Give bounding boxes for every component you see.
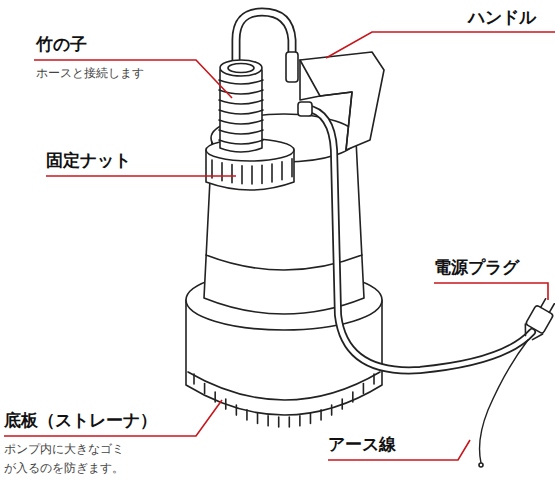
nut-groove: [221, 163, 223, 181]
power-cable-inner: [306, 108, 532, 370]
part-label: 電源プラグ: [434, 256, 519, 279]
strainer-rib: [246, 410, 248, 420]
leader-line: [434, 283, 548, 300]
barb-ridges: [219, 80, 263, 144]
nut-groove: [241, 166, 243, 184]
nut-groove: [251, 166, 253, 184]
power-plug: [520, 296, 555, 342]
strainer-rim: [188, 372, 380, 400]
barb-ridge: [219, 110, 263, 114]
strainer-rib: [257, 413, 259, 423]
barb-bore: [228, 64, 254, 73]
strainer-rib: [193, 374, 195, 384]
leader-line: [4, 400, 222, 436]
part-label: ハンドル: [468, 6, 536, 29]
earth-wire: [480, 340, 528, 463]
nut-groove: [281, 162, 283, 180]
part-label: 底板（ストレーナ）: [4, 409, 157, 432]
nut-groove: [271, 164, 273, 182]
barb-top: [220, 60, 262, 76]
strainer-rib: [352, 392, 354, 402]
nut-groove: [261, 165, 263, 183]
strainer-rib: [214, 392, 216, 402]
strainer-rib: [204, 384, 206, 394]
leader-line: [46, 175, 236, 177]
part-label: 竹の子: [36, 33, 87, 56]
strainer-rib: [341, 399, 343, 409]
leader-line: [34, 60, 232, 98]
earth-terminal: [479, 463, 483, 467]
nut-grooves: [212, 159, 292, 184]
barb-ridge: [219, 120, 263, 124]
cable-gland: [298, 102, 312, 116]
handle: [300, 52, 384, 150]
strainer-rib: [331, 405, 333, 415]
nut-groove: [231, 165, 233, 183]
part-note: ポンプ内に大きなゴミが入るのを防ぎます。: [4, 440, 132, 478]
strainer-rib: [225, 399, 227, 409]
barb-ridge: [219, 140, 263, 144]
nut-groove: [291, 159, 293, 177]
strainer-rib: [299, 416, 301, 426]
part-label: アース線: [328, 433, 396, 456]
strainer-rib: [310, 413, 312, 423]
strainer-rib: [278, 417, 280, 427]
hose-barb: [220, 70, 262, 152]
barb-ridge: [219, 80, 263, 84]
part-note: ホースと接続します: [36, 64, 144, 83]
strainer-rib: [373, 374, 375, 384]
handle-edge: [300, 60, 320, 100]
strainer-rib: [363, 384, 365, 394]
barb-ridge: [219, 100, 263, 104]
barb-ridge: [219, 130, 263, 134]
leader-line: [326, 32, 555, 58]
strainer-rib: [236, 405, 238, 415]
part-label: 固定ナット: [46, 149, 131, 172]
strainer-rib: [288, 417, 290, 427]
strainer-rib: [320, 410, 322, 420]
strainer-rib: [267, 416, 269, 426]
power-cable: [306, 108, 532, 370]
tube-clip: [286, 52, 298, 82]
